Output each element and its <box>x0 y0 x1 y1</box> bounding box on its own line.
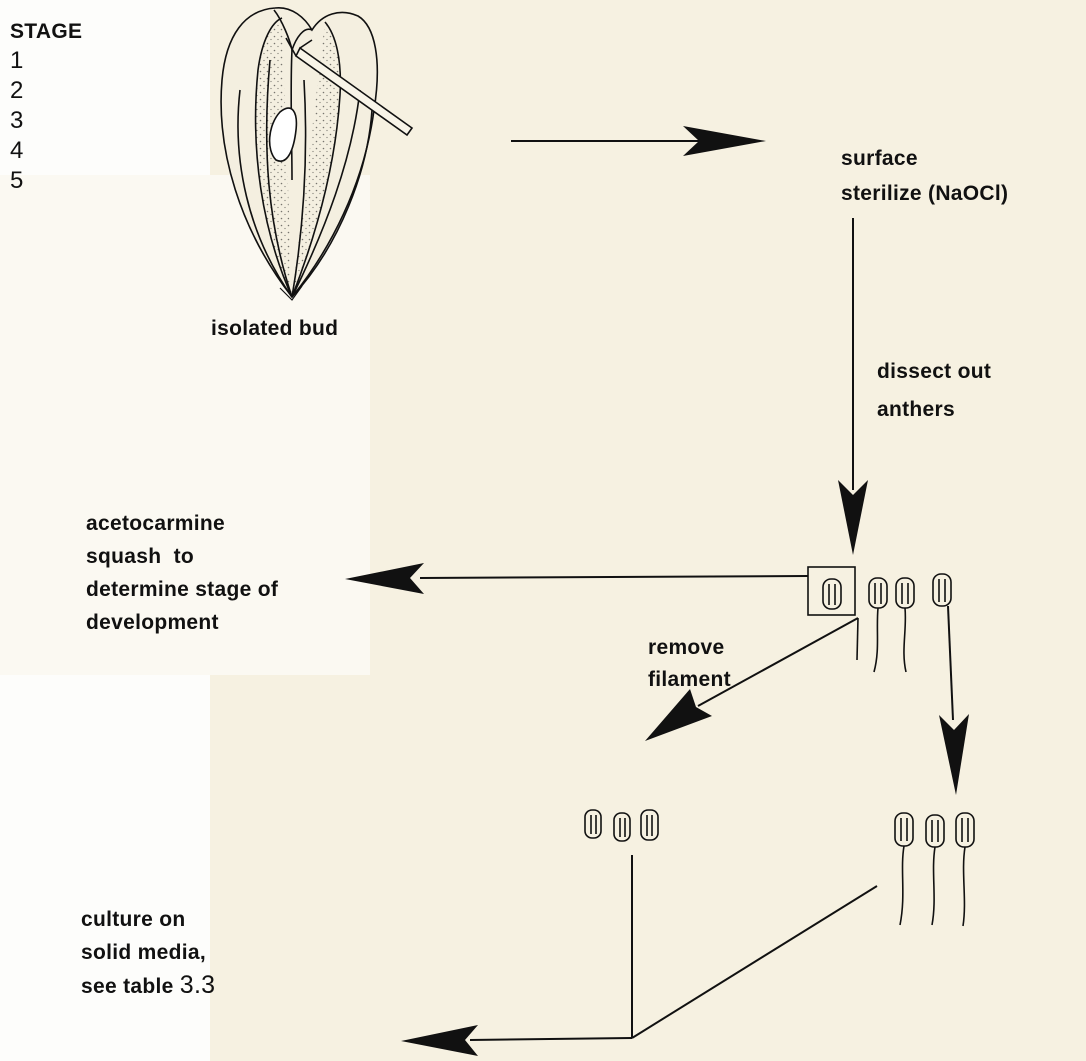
anther-1 <box>823 579 841 609</box>
anther-4 <box>933 574 951 606</box>
acetocarmine-squash-label: acetocarmine squash to determine stage o… <box>86 507 278 639</box>
arrow-to-anthers <box>838 218 868 555</box>
surface-sterilize-label: surface sterilize (NaOCl) <box>841 141 1008 211</box>
anthers-with-filaments <box>823 574 951 672</box>
arrow-to-sterilize <box>511 126 766 156</box>
arrow-to-culture <box>401 855 877 1056</box>
table-number: 3.3 <box>180 971 216 999</box>
flower-bud-illustration <box>221 8 412 300</box>
culture-label: culture on solid media, see table 3.3 <box>81 903 215 1003</box>
remove-filament-label: remove filament <box>648 632 731 696</box>
isolated-bud-label: isolated bud <box>211 313 338 344</box>
selected-anther-box <box>808 567 855 615</box>
anther-3 <box>896 578 914 672</box>
anthers-bottom-with-filaments <box>895 813 974 926</box>
dissect-anthers-label: dissect out anthers <box>877 353 991 429</box>
arrow-keep-filament <box>939 606 969 795</box>
arrow-to-acetocarmine <box>345 563 808 594</box>
anther-2 <box>869 578 887 672</box>
see-table-text: see table <box>81 975 174 998</box>
anthers-without-filaments <box>585 810 658 841</box>
